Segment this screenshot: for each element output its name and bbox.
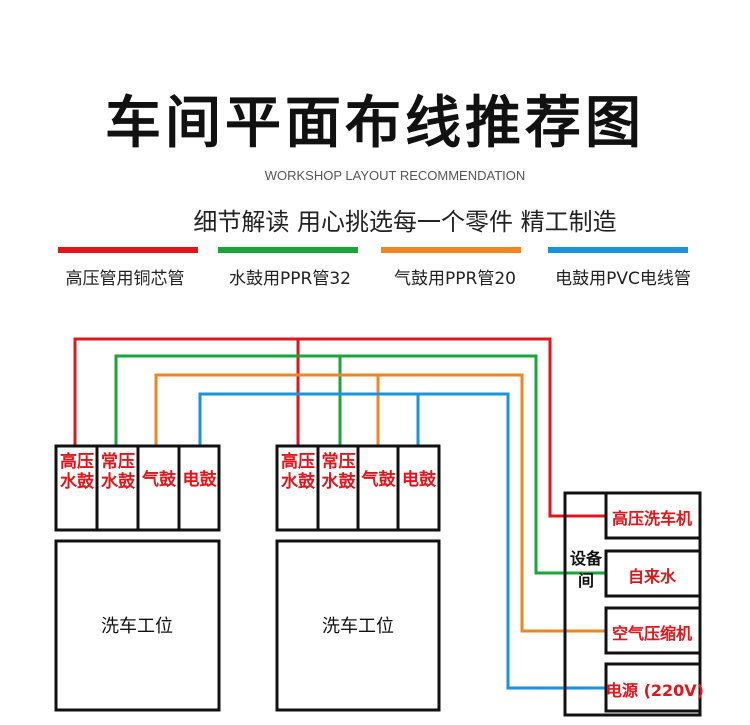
- legend-label-power: 电鼓用PVC电线管: [555, 269, 691, 289]
- station-2-valve-air: 气鼓: [361, 470, 396, 490]
- station-1-valve-high-pressure: 高压水鼓: [60, 452, 94, 492]
- pipe-red-main: [73, 337, 606, 518]
- legend-label-air: 气鼓用PPR管20: [394, 269, 516, 289]
- station-2-bay: [275, 539, 441, 712]
- pipe-blue: [198, 392, 606, 690]
- legend-label-water: 水鼓用PPR管32: [229, 269, 351, 289]
- equip-air-compressor: 空气压缩机: [611, 624, 692, 643]
- station-2-label: 洗车工位: [322, 616, 394, 637]
- station-1: [54, 444, 221, 712]
- equip-high-pressure-washer: 高压洗车机: [611, 509, 692, 528]
- equip-tap-water: 自来水: [627, 567, 676, 586]
- station-1-valve-power: 电鼓: [182, 470, 217, 490]
- station-2: [275, 444, 441, 712]
- station-2-valve-normal-pressure: 常压水鼓: [321, 452, 356, 492]
- legend-bar-water: [218, 247, 358, 253]
- station-1-label: 洗车工位: [101, 616, 173, 637]
- equip-box-4: [604, 662, 702, 713]
- pipe-green-main: [114, 354, 606, 575]
- equip-power-supply: 电源 (220V): [606, 681, 704, 700]
- station-2-valve-high-pressure: 高压水鼓: [281, 452, 315, 492]
- page-subtitle: WORKSHOP LAYOUT RECOMMENDATION: [264, 168, 526, 183]
- station-2-valve-power: 电鼓: [402, 470, 436, 490]
- legend-label-copper: 高压管用铜芯管: [65, 269, 185, 289]
- station-1-bay: [54, 539, 221, 712]
- pipe-green: [114, 354, 606, 575]
- pipe-orange: [154, 373, 606, 633]
- equip-box-1: [604, 491, 702, 540]
- station-1-valve-normal-pressure: 常压水鼓: [101, 452, 135, 492]
- pipe-orange-main: [154, 373, 606, 633]
- equip-box-3: [604, 606, 702, 655]
- equip-box-2: [604, 549, 702, 598]
- equipment-room-title: 设备间: [569, 549, 602, 590]
- legend-bar-power: [548, 247, 688, 253]
- page-title: 车间平面布线推荐图: [105, 91, 645, 156]
- station-1-valve-air: 气鼓: [142, 470, 176, 490]
- slogan: 细节解读 用心挑选每一个零件 精工制造: [193, 208, 617, 236]
- equipment-room: [563, 491, 702, 717]
- legend-bar-copper: [58, 247, 198, 253]
- legend-bar-air: [381, 247, 521, 253]
- pipe-blue-main: [198, 392, 606, 690]
